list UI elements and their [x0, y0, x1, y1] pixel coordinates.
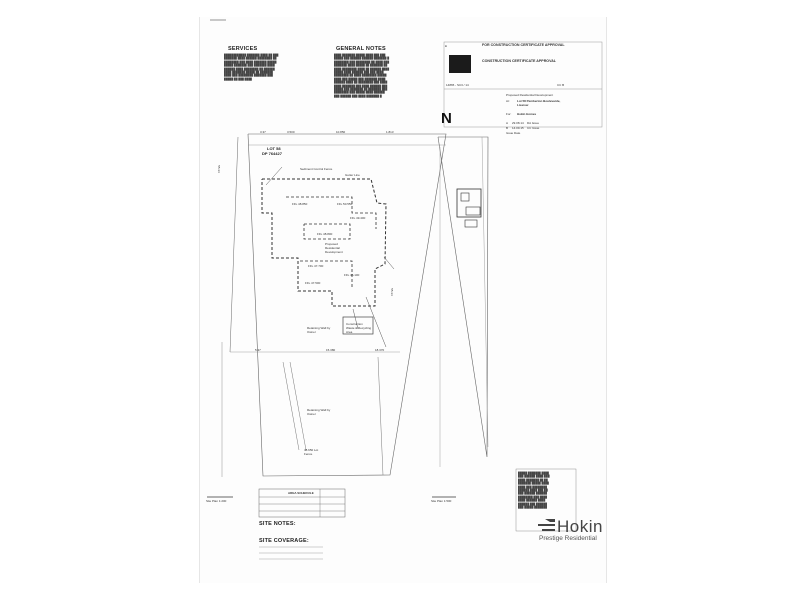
- side-right-dim: 55.33: [389, 288, 394, 296]
- general-notes-body: ████ ███████ █████ ████ ███ ████████ ███…: [334, 54, 390, 98]
- ffl-6: FFL 46.100: [344, 273, 360, 277]
- ffl-5: FFL 47.700: [308, 264, 324, 268]
- ffl-3: FFL 49.400: [350, 216, 366, 220]
- rev-a-date: 29.08.14: [512, 121, 524, 125]
- services-heading: SERVICES: [228, 46, 258, 52]
- approval-top: FOR CONSTRUCTION CERTIFICATE APPROVAL: [482, 43, 565, 47]
- legend-body: █████ ███████ ███████ ██████ ████ ██████…: [518, 472, 550, 510]
- for-label: For:: [506, 112, 512, 116]
- waste-area-label: Construction Waste & Recycling Area: [346, 322, 372, 334]
- ffl-4: FFL 48.800: [317, 232, 333, 236]
- setback-bottom-right: 18.370: [375, 348, 385, 352]
- setback-top-right: 10.850: [336, 130, 346, 134]
- scale-left: Site Plan 1:200: [206, 499, 227, 503]
- project-title: Proposed Residential Development: [506, 93, 554, 97]
- site-coverage-heading: SITE COVERAGE:: [259, 538, 309, 544]
- side-left-dim: 55.33: [216, 165, 221, 173]
- setback-bottom-mid: 15.380: [326, 348, 336, 352]
- setback-top-far: 1.813: [386, 130, 394, 134]
- rl-label: 48.650 Lot Fence: [304, 448, 319, 456]
- architect-mark: ●: [445, 44, 447, 48]
- area-schedule-heading: AREA SCHEDULE: [288, 491, 314, 495]
- rev-a-desc: DA Issue: [527, 121, 540, 125]
- lot-label: LOT 58: [267, 146, 281, 151]
- rev-b-desc: CC Issue: [527, 126, 540, 130]
- rev-b-date: 14.09.15: [512, 126, 524, 130]
- north-arrow-icon: N: [441, 110, 452, 127]
- at-label: At:: [506, 99, 510, 103]
- drawing-number: 14865 - SC3 / 14: [446, 83, 469, 87]
- dp-label: DP 764427: [262, 151, 282, 156]
- retaining-wall-label: Retaining Wall by Owner: [307, 326, 331, 334]
- setback-top-left: 3.37: [260, 130, 266, 134]
- site-plan-linework: [207, 19, 603, 560]
- site-address: Lot 58 Pemberton Boulevarde, Lisarow: [517, 99, 561, 107]
- rev-b: B: [506, 126, 509, 130]
- client-name: Hokin Homes: [517, 112, 537, 116]
- site-notes-heading: SITE NOTES:: [259, 521, 296, 527]
- scale-right: Site Plan 1:500: [431, 499, 452, 503]
- drawing-sheet: SERVICES ████████████ ███████ ████ ██ ██…: [199, 17, 607, 583]
- general-notes-heading: GENERAL NOTES: [336, 46, 386, 52]
- revision-label: CC B: [557, 83, 565, 87]
- setback-top-mid: 3.500: [287, 130, 295, 134]
- retaining-wall-lower-label: Retaining Wall by Owner: [307, 408, 331, 416]
- company-logo-box: [449, 55, 471, 73]
- hokin-logo: Hokin: [557, 517, 603, 536]
- setback-bottom-left: 5.37: [255, 348, 261, 352]
- sediment-fence-label: Sediment Control Fence: [300, 167, 333, 171]
- ffl-2: FFL 50.550: [337, 202, 353, 206]
- gutter-line-label: Gutter Line: [345, 173, 360, 177]
- services-body: ████████████ ███████ ████ ██ ██████████ …: [224, 54, 279, 81]
- rev-a: A: [506, 121, 509, 125]
- ffl-1: FFL 48.850: [292, 202, 308, 206]
- approval-main: CONSTRUCTION CERTIFICATE APPROVAL: [482, 59, 557, 63]
- hokin-logo-sub: Prestige Residential: [539, 535, 597, 542]
- ffl-7: FFL 47.500: [305, 281, 321, 285]
- issue-date-label: Issue Date: [506, 131, 521, 135]
- proposed-development-label: Proposed Residential Development: [325, 242, 343, 254]
